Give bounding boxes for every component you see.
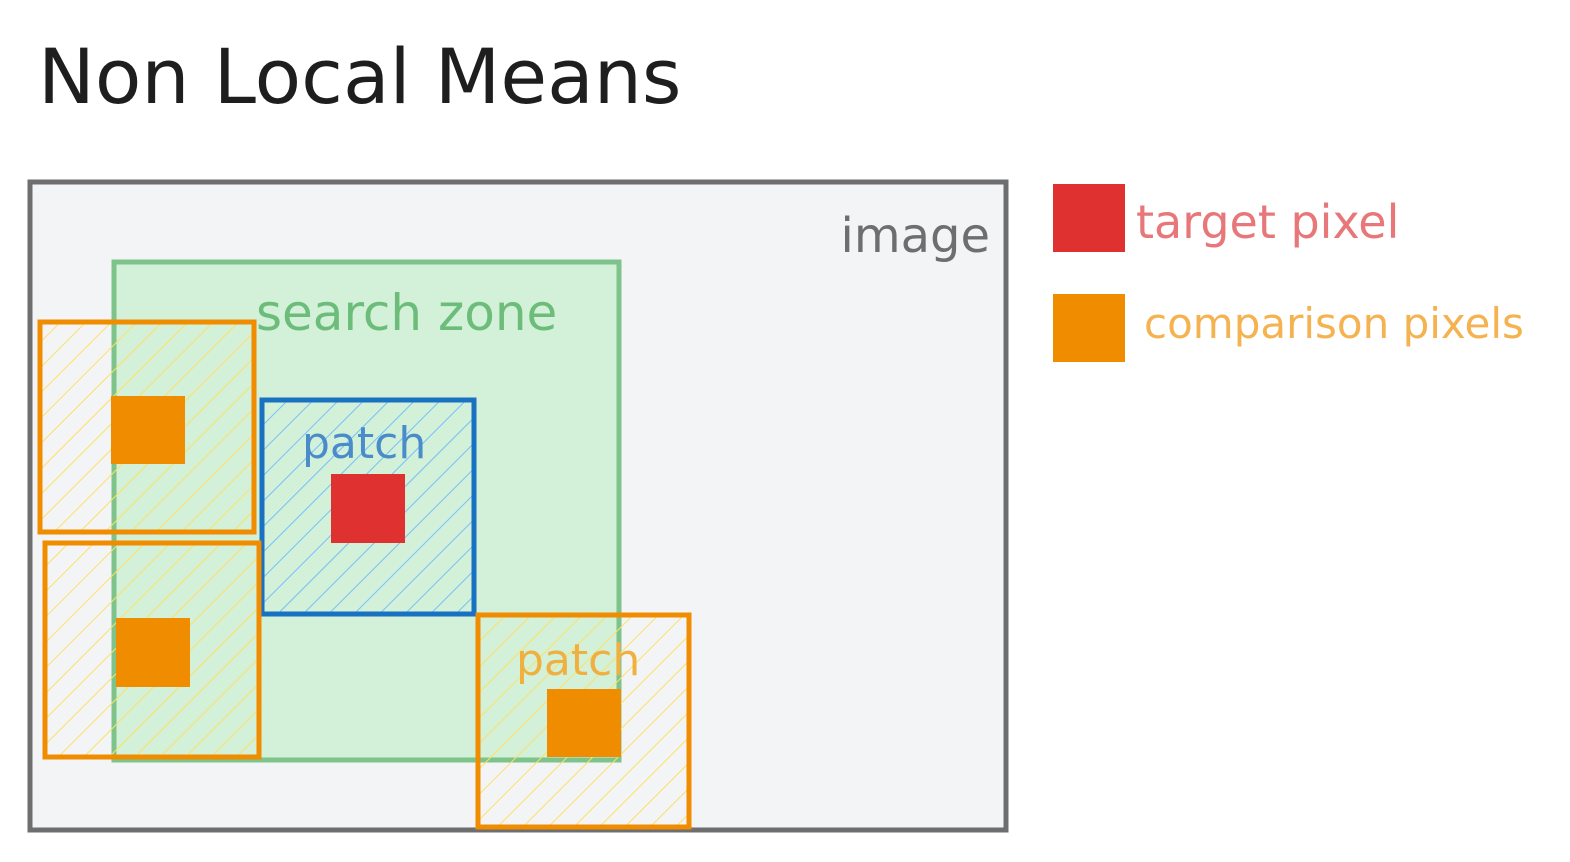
comparison-pixel-2	[116, 618, 190, 687]
legend-swatch-target	[1053, 184, 1125, 252]
legend: target pixel comparison pixels	[1053, 184, 1524, 362]
legend-label-comparison: comparison pixels	[1144, 299, 1524, 348]
legend-label-target: target pixel	[1136, 195, 1399, 249]
comparison-pixel-1	[111, 396, 185, 464]
search-zone-label: search zone	[256, 284, 557, 342]
target-patch-label: patch	[302, 418, 426, 469]
target-pixel	[331, 474, 405, 543]
diagram-title: Non Local Means	[38, 32, 681, 121]
comparison-patch-label: patch	[516, 635, 640, 686]
legend-swatch-comparison	[1053, 294, 1125, 362]
comparison-pixel-3	[547, 689, 621, 757]
image-label: image	[840, 208, 990, 264]
